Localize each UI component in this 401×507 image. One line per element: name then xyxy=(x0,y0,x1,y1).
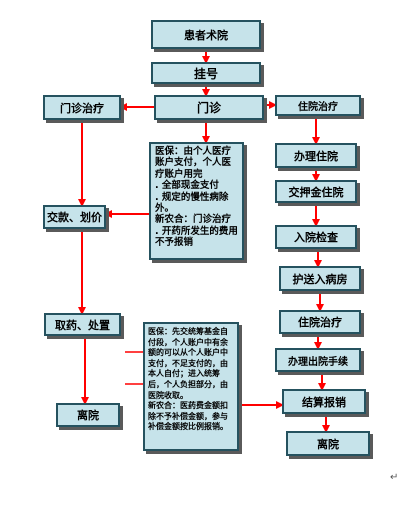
box-outpatient-treatment: 门诊治疗 xyxy=(43,95,121,120)
paragraph-mark: ↵ xyxy=(390,472,399,483)
note-outpatient-insurance: 医保：由个人医疗账户支付，个人医疗账户用完 . 全部现金支付 . 规定的慢性病除… xyxy=(149,142,244,260)
box-medicine-disposal: 取药、处置 xyxy=(44,313,121,336)
box-outpatient: 门诊 xyxy=(154,95,264,120)
box-admission: 办理住院 xyxy=(275,143,357,168)
box-inpatient-treatment-top: 住院治疗 xyxy=(275,95,361,116)
box-settlement: 结算报销 xyxy=(282,389,366,414)
note-inpatient-insurance: 医保：先交统筹基金自付段，个人账户中有余额的可以从个人账户中支付，不足支付的，由… xyxy=(143,322,239,451)
box-leave-hospital-right: 离院 xyxy=(286,431,370,456)
box-payment-pricing: 交款、划价 xyxy=(43,205,106,229)
box-leave-hospital-left: 离院 xyxy=(56,403,120,427)
box-escort-ward: 护送入病房 xyxy=(279,266,361,291)
box-inpatient-treatment: 住院治疗 xyxy=(279,310,361,334)
box-admission-check: 入院检查 xyxy=(275,225,357,249)
box-registration: 挂号 xyxy=(151,62,261,84)
box-patient-visit: 患者术院 xyxy=(151,20,261,49)
box-discharge-procedure: 办理出院手续 xyxy=(275,348,361,372)
box-deposit-admission: 交押金住院 xyxy=(275,180,357,203)
